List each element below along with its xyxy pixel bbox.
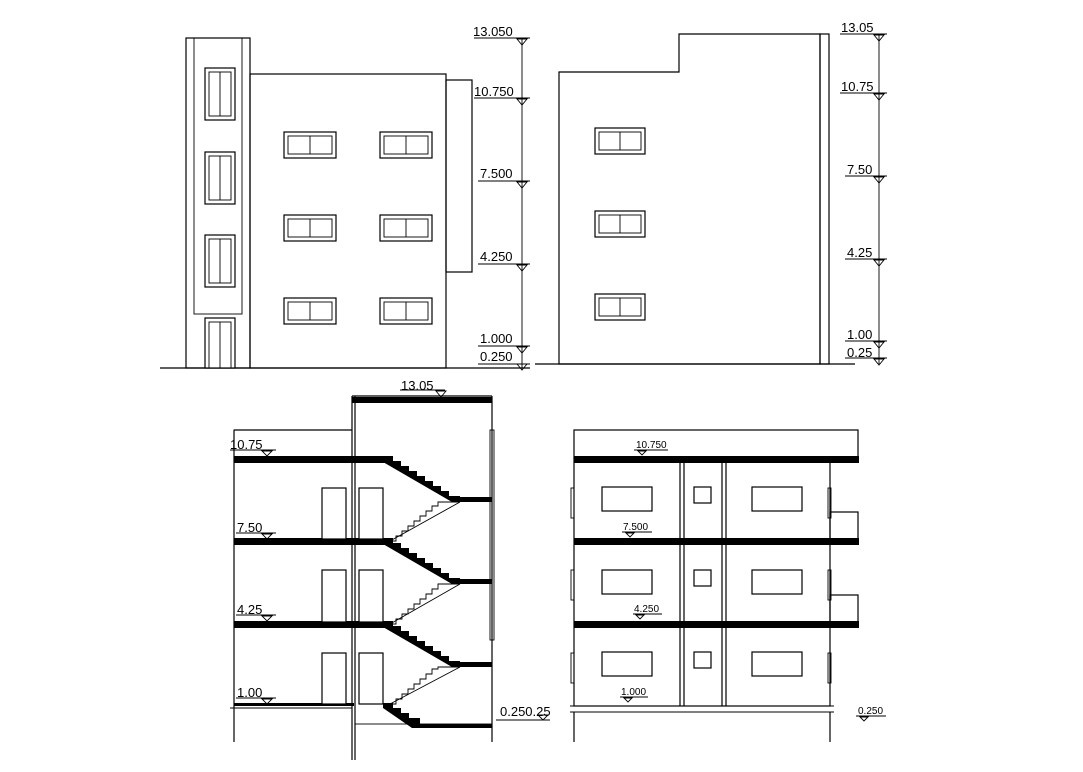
side-windows xyxy=(594,127,646,321)
side-edge-strip xyxy=(819,33,830,365)
floor-slab xyxy=(234,538,386,545)
level-label: 0.250 xyxy=(480,349,513,364)
level-marker: 0.250 xyxy=(478,349,530,371)
floor-slab xyxy=(574,538,859,545)
stair-landing xyxy=(460,579,492,584)
ground-slab xyxy=(234,703,354,706)
level-label: 4.25 xyxy=(237,602,262,617)
level-label: 10.75 xyxy=(841,79,874,94)
level-label: 7.50 xyxy=(237,520,262,535)
level-label: 10.750 xyxy=(636,440,667,451)
front-main-windows xyxy=(283,131,433,325)
level-marker: 10.75 xyxy=(840,79,887,101)
door xyxy=(358,487,384,540)
section-rooms: 10.750 7.500 4.250 1.000 0.250 xyxy=(570,429,886,742)
vent xyxy=(693,569,712,587)
stair-landing xyxy=(460,662,492,667)
floor-slab xyxy=(234,621,386,628)
level-label: 1.00 xyxy=(847,327,872,342)
level-marker: 0.25 xyxy=(845,345,887,366)
vent xyxy=(693,486,712,504)
stair-landing xyxy=(420,724,492,728)
balcony xyxy=(829,511,859,540)
room-openings xyxy=(601,486,803,677)
section-doors xyxy=(321,487,384,705)
level-label: 1.000 xyxy=(621,687,646,698)
level-label: 13.050 xyxy=(473,24,513,39)
level-label: 0.250.25 xyxy=(500,704,551,719)
level-label: 4.250 xyxy=(480,249,513,264)
vent xyxy=(693,651,712,669)
level-marker: 10.750 xyxy=(634,440,668,456)
floor-slab xyxy=(574,621,859,628)
window xyxy=(751,569,803,595)
parapet xyxy=(573,429,859,459)
level-marker: 13.050 xyxy=(473,24,530,46)
section-stair: 13.05 10.75 7.50 4.25 1.00 xyxy=(230,378,551,760)
balcony xyxy=(829,594,859,623)
level-label: 4.25 xyxy=(847,245,872,260)
level-marker: 10.75 xyxy=(230,437,276,457)
window xyxy=(601,569,653,595)
level-marker: 0.250.25 xyxy=(500,704,551,721)
level-label: 10.75 xyxy=(230,437,263,452)
front-level-dimension: 13.050 10.750 7.500 4.250 1.000 xyxy=(473,24,530,371)
door xyxy=(358,569,384,623)
side-level-dimension: 13.05 10.75 7.50 4.25 1.00 xyxy=(840,20,887,366)
level-label: 10.750 xyxy=(474,84,514,99)
door xyxy=(321,487,347,540)
floor-slab xyxy=(574,456,859,463)
level-marker: 7.50 xyxy=(845,162,887,184)
front-elevation: 13.050 10.750 7.500 4.250 1.000 xyxy=(160,24,530,371)
stair-landing xyxy=(460,497,492,502)
front-tower-inner-panel xyxy=(193,37,243,315)
front-tower-windows xyxy=(204,67,236,369)
level-marker: 4.25 xyxy=(845,245,887,267)
window xyxy=(601,651,653,677)
level-label: 4.250 xyxy=(634,604,659,615)
level-marker: 1.000 xyxy=(620,687,648,703)
front-side-projection xyxy=(445,79,473,273)
level-label: 13.05 xyxy=(841,20,874,35)
level-marker: 0.250 xyxy=(856,706,886,722)
level-marker: 13.05 xyxy=(400,378,447,398)
floor-slab xyxy=(234,456,386,463)
level-label: 0.250 xyxy=(858,706,883,717)
level-label: 0.25 xyxy=(847,345,872,360)
section-rooms-levels: 10.750 7.500 4.250 1.000 0.250 xyxy=(620,440,886,722)
level-marker: 1.00 xyxy=(845,327,887,349)
level-marker: 13.05 xyxy=(840,20,887,42)
level-marker: 4.250 xyxy=(478,249,530,272)
level-marker: 7.500 xyxy=(478,166,530,189)
level-label: 13.05 xyxy=(401,378,434,393)
door xyxy=(321,652,347,705)
level-marker: 1.000 xyxy=(478,331,530,354)
side-elevation: 13.05 10.75 7.50 4.25 1.00 xyxy=(535,20,887,366)
level-marker: 10.750 xyxy=(474,84,530,106)
level-label: 7.500 xyxy=(623,522,648,533)
window xyxy=(751,486,803,512)
level-marker: 1.00 xyxy=(236,685,276,705)
window xyxy=(751,651,803,677)
level-marker: 7.50 xyxy=(236,520,276,540)
door xyxy=(321,569,347,623)
roof-slab xyxy=(352,397,492,403)
level-marker: 7.500 xyxy=(622,522,652,538)
level-marker: 4.25 xyxy=(236,602,276,622)
door xyxy=(358,652,384,705)
level-label: 7.500 xyxy=(480,166,513,181)
level-label: 1.000 xyxy=(480,331,513,346)
level-marker: 4.250 xyxy=(633,604,662,620)
section-stair-levels: 13.05 10.75 7.50 4.25 1.00 xyxy=(230,378,551,721)
window xyxy=(601,486,653,512)
stair-flights xyxy=(383,456,461,728)
level-label: 1.00 xyxy=(237,685,262,700)
level-label: 7.50 xyxy=(847,162,872,177)
